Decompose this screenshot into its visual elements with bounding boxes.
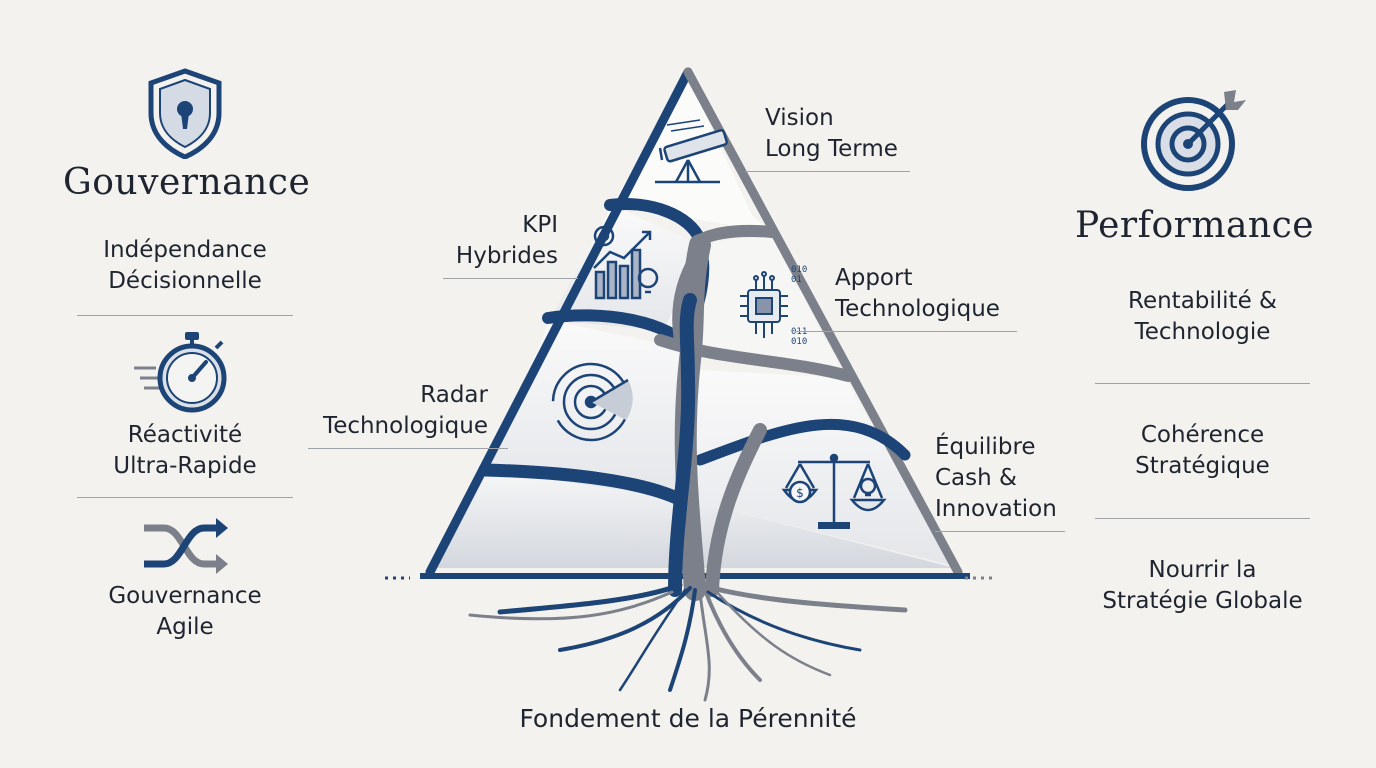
callout-vision-line	[745, 171, 910, 172]
right-item-1-label: Rentabilité & Technologie	[1128, 288, 1277, 345]
balance-scale-icon: $	[781, 453, 887, 529]
callout-equilibre: Équilibre Cash & Innovation	[935, 434, 1057, 522]
base-caption: Fondement de la Pérennité	[519, 704, 857, 733]
target-arrow-icon	[1140, 88, 1250, 197]
callout-equilibre-line	[935, 531, 1065, 532]
gouvernance-title: Gouvernance	[63, 162, 311, 203]
left-divider-2	[77, 497, 293, 498]
stopwatch-icon	[130, 330, 230, 419]
callout-radar: Radar Technologique	[323, 382, 488, 439]
callout-apport-line	[795, 331, 1017, 332]
radar-icon	[551, 362, 633, 442]
shuffle-arrows-icon	[140, 516, 230, 581]
shield-keyhole-icon	[145, 67, 225, 164]
chip-icon	[740, 271, 788, 338]
left-item-2-label: Réactivité Ultra-Rapide	[113, 422, 257, 479]
callout-radar-line	[308, 448, 508, 449]
svg-text:$: $	[796, 486, 804, 500]
right-divider-2	[1095, 518, 1310, 519]
callout-vision: Vision Long Terme	[765, 105, 898, 162]
callout-apport: Apport Technologique	[835, 265, 1000, 322]
left-item-1-label: Indépendance Décisionnelle	[103, 237, 267, 294]
callout-kpi: KPI Hybrides	[455, 212, 558, 269]
right-item-3-label: Nourrir la Stratégie Globale	[1102, 557, 1303, 614]
telescope-icon	[655, 119, 728, 184]
performance-title: Performance	[1075, 205, 1315, 246]
right-divider-1	[1095, 383, 1310, 384]
right-item-2-label: Cohérence Stratégique	[1135, 422, 1270, 479]
left-divider-1	[77, 315, 293, 316]
callout-kpi-line	[443, 278, 578, 279]
tree-roots	[468, 582, 908, 702]
tree-trunk	[668, 234, 767, 601]
kpi-chart-icon	[593, 225, 659, 300]
left-item-3-label: Gouvernance Agile	[108, 583, 262, 640]
